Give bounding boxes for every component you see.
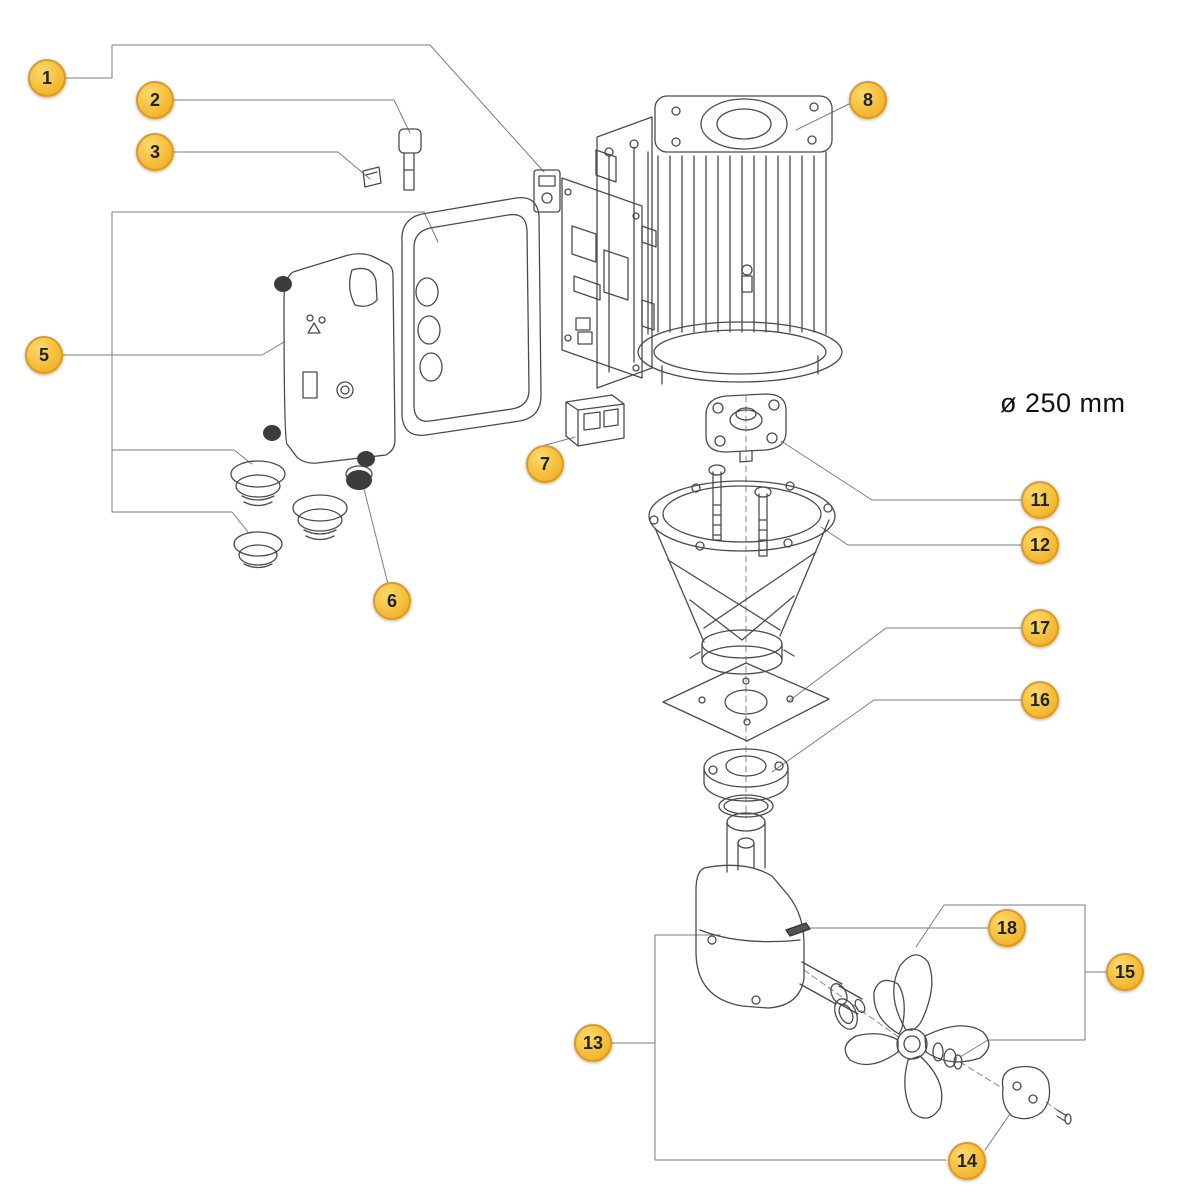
- motor-adapter-flange: [705, 393, 787, 463]
- cable-glands: [230, 460, 373, 569]
- callout-balloon-18[interactable]: 18: [988, 909, 1026, 947]
- diameter-dimension-label: ø 250 mm: [1000, 388, 1126, 418]
- callout-balloon-17[interactable]: 17: [1021, 609, 1059, 647]
- anode-cap: [1001, 1065, 1072, 1125]
- callout-balloon-7[interactable]: 7: [526, 445, 564, 483]
- fuse: [398, 128, 422, 191]
- motor-bracket-cone: [648, 480, 836, 675]
- terminal-connector: [565, 394, 625, 447]
- callout-balloon-2[interactable]: 2: [136, 81, 174, 119]
- circuit-board-assembly: [533, 149, 657, 379]
- clip: [362, 166, 382, 188]
- gear-leg: [695, 812, 866, 1030]
- mounting-flange: [703, 748, 789, 818]
- gasket-plate: [662, 662, 830, 742]
- centerlines: [745, 395, 1061, 1113]
- callout-balloon-12[interactable]: 12: [1021, 526, 1059, 564]
- leader-lines: [62, 44, 1107, 1161]
- gasket-frame: [401, 196, 542, 437]
- propeller: [844, 954, 990, 1119]
- callout-balloon-11[interactable]: 11: [1021, 481, 1059, 519]
- controller-housing: [263, 253, 396, 467]
- drive-key: [785, 922, 811, 937]
- callout-balloon-13[interactable]: 13: [574, 1024, 612, 1062]
- callout-balloon-8[interactable]: 8: [849, 81, 887, 119]
- callout-balloon-5[interactable]: 5: [25, 336, 63, 374]
- callout-balloon-14[interactable]: 14: [948, 1142, 986, 1180]
- callout-balloon-3[interactable]: 3: [136, 133, 174, 171]
- callout-balloon-6[interactable]: 6: [373, 582, 411, 620]
- callout-balloon-16[interactable]: 16: [1021, 681, 1059, 719]
- callout-balloon-15[interactable]: 15: [1106, 953, 1144, 991]
- callout-balloon-1[interactable]: 1: [28, 59, 66, 97]
- electric-motor: [596, 95, 843, 389]
